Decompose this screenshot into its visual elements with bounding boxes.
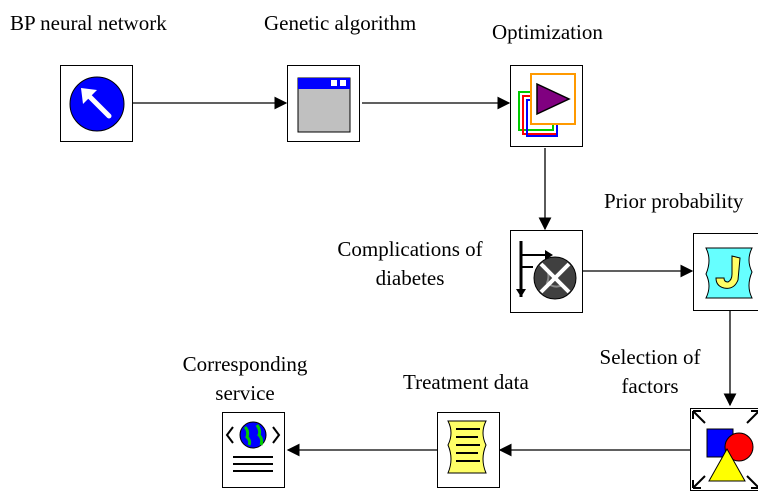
label-genetic-algorithm: Genetic algorithm <box>264 11 417 35</box>
hook-shape-icon <box>705 247 753 299</box>
label-complications-line1: Complications of <box>337 237 483 261</box>
node-prior-probability[interactable] <box>693 233 758 311</box>
node-bp-neural-network[interactable] <box>60 65 133 142</box>
node-treatment-data[interactable] <box>437 412 500 488</box>
label-corresponding-line2: service <box>215 381 275 405</box>
label-corresponding-line1: Corresponding <box>182 352 308 376</box>
label-bp-neural-network: BP neural network <box>10 11 167 35</box>
globe-crossed-icon <box>516 241 577 300</box>
web-document-icon <box>225 421 281 472</box>
node-optimization[interactable] <box>510 65 583 147</box>
label-treatment-data: Treatment data <box>403 370 529 394</box>
label-selection-line1: Selection of <box>599 345 701 369</box>
label-optimization: Optimization <box>492 20 603 44</box>
shapes-icon <box>692 410 758 489</box>
node-genetic-algorithm[interactable] <box>287 65 360 142</box>
node-selection-of-factors[interactable] <box>690 408 758 491</box>
node-complications-of-diabetes[interactable] <box>510 230 583 313</box>
document-icon <box>447 420 487 474</box>
label-complications-line2: diabetes <box>375 266 445 290</box>
label-prior-probability: Prior probability <box>604 189 744 213</box>
arrow-circle-icon <box>69 76 125 132</box>
play-layers-icon <box>518 73 576 137</box>
label-selection-line2: factors <box>621 374 679 398</box>
window-icon <box>297 77 351 133</box>
node-corresponding-service[interactable] <box>222 412 285 488</box>
